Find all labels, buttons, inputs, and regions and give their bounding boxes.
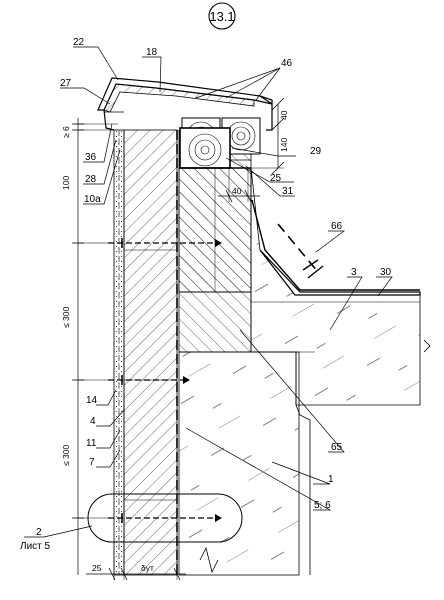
cap-bracket — [103, 109, 124, 131]
dim-delta: δут — [141, 563, 154, 573]
callout-1: 1 — [328, 474, 334, 485]
parapet-cap — [97, 77, 273, 131]
dowel-anchors — [108, 238, 222, 523]
dim-300-lower: ≤ 300 — [61, 445, 71, 466]
callout-46: 46 — [281, 58, 293, 69]
dimension-chain-left — [72, 118, 118, 575]
callout-30: 30 — [380, 267, 392, 278]
callout-22: 22 — [73, 37, 85, 48]
detail-number: 13.1 — [209, 9, 234, 24]
leader-lines — [24, 46, 393, 538]
sheet-reference: Лист 5 — [20, 541, 51, 552]
callout-labels: 22 18 46 27 36 28 10a 29 25 31 66 3 30 1… — [20, 37, 392, 552]
dim-25: 25 — [92, 563, 102, 573]
callout-2: 2 — [36, 527, 42, 538]
dowel-2 — [108, 375, 190, 385]
drain-pipe — [277, 223, 324, 279]
dim-40-top: 40 — [279, 110, 289, 120]
callout-5-6: 5; 6 — [314, 500, 331, 511]
timber-bar-main — [179, 127, 251, 169]
dim-40-bottom: 40 — [232, 186, 242, 196]
callout-31: 31 — [282, 186, 294, 197]
render-layer — [113, 129, 125, 576]
callout-11: 11 — [86, 438, 97, 449]
callout-36: 36 — [85, 152, 97, 163]
detail-title: 13.1 — [208, 2, 236, 30]
parapet-block — [178, 167, 252, 293]
callout-14: 14 — [86, 395, 98, 406]
insulation-layer — [123, 129, 178, 576]
dimension-bottom — [86, 545, 186, 581]
callout-7: 7 — [89, 457, 95, 468]
dimension-right — [251, 97, 285, 175]
callout-25: 25 — [270, 173, 282, 184]
callout-27: 27 — [60, 78, 72, 89]
callout-18: 18 — [146, 47, 158, 58]
dowel-3 — [108, 513, 222, 523]
roof-membrane — [251, 199, 420, 291]
callout-66: 66 — [331, 221, 343, 232]
callout-28: 28 — [85, 174, 97, 185]
callout-10a: 10a — [84, 194, 101, 205]
callout-65: 65 — [331, 442, 343, 453]
lower-wall — [178, 351, 315, 576]
callout-4: 4 — [90, 416, 96, 427]
callout-29: 29 — [310, 146, 322, 157]
callout-3: 3 — [351, 267, 357, 278]
break-line — [199, 339, 431, 574]
dim-300-upper: ≤ 300 — [61, 307, 71, 328]
dim-100: 100 — [61, 176, 71, 190]
dowel-1 — [108, 238, 222, 248]
dim-140: 140 — [279, 138, 289, 152]
dimension-labels: ≥ 6 100 ≤ 300 ≤ 300 40 140 40 25 δут — [61, 110, 289, 573]
dimension-40-bottom — [218, 168, 260, 203]
dim-6: ≥ 6 — [61, 126, 71, 138]
